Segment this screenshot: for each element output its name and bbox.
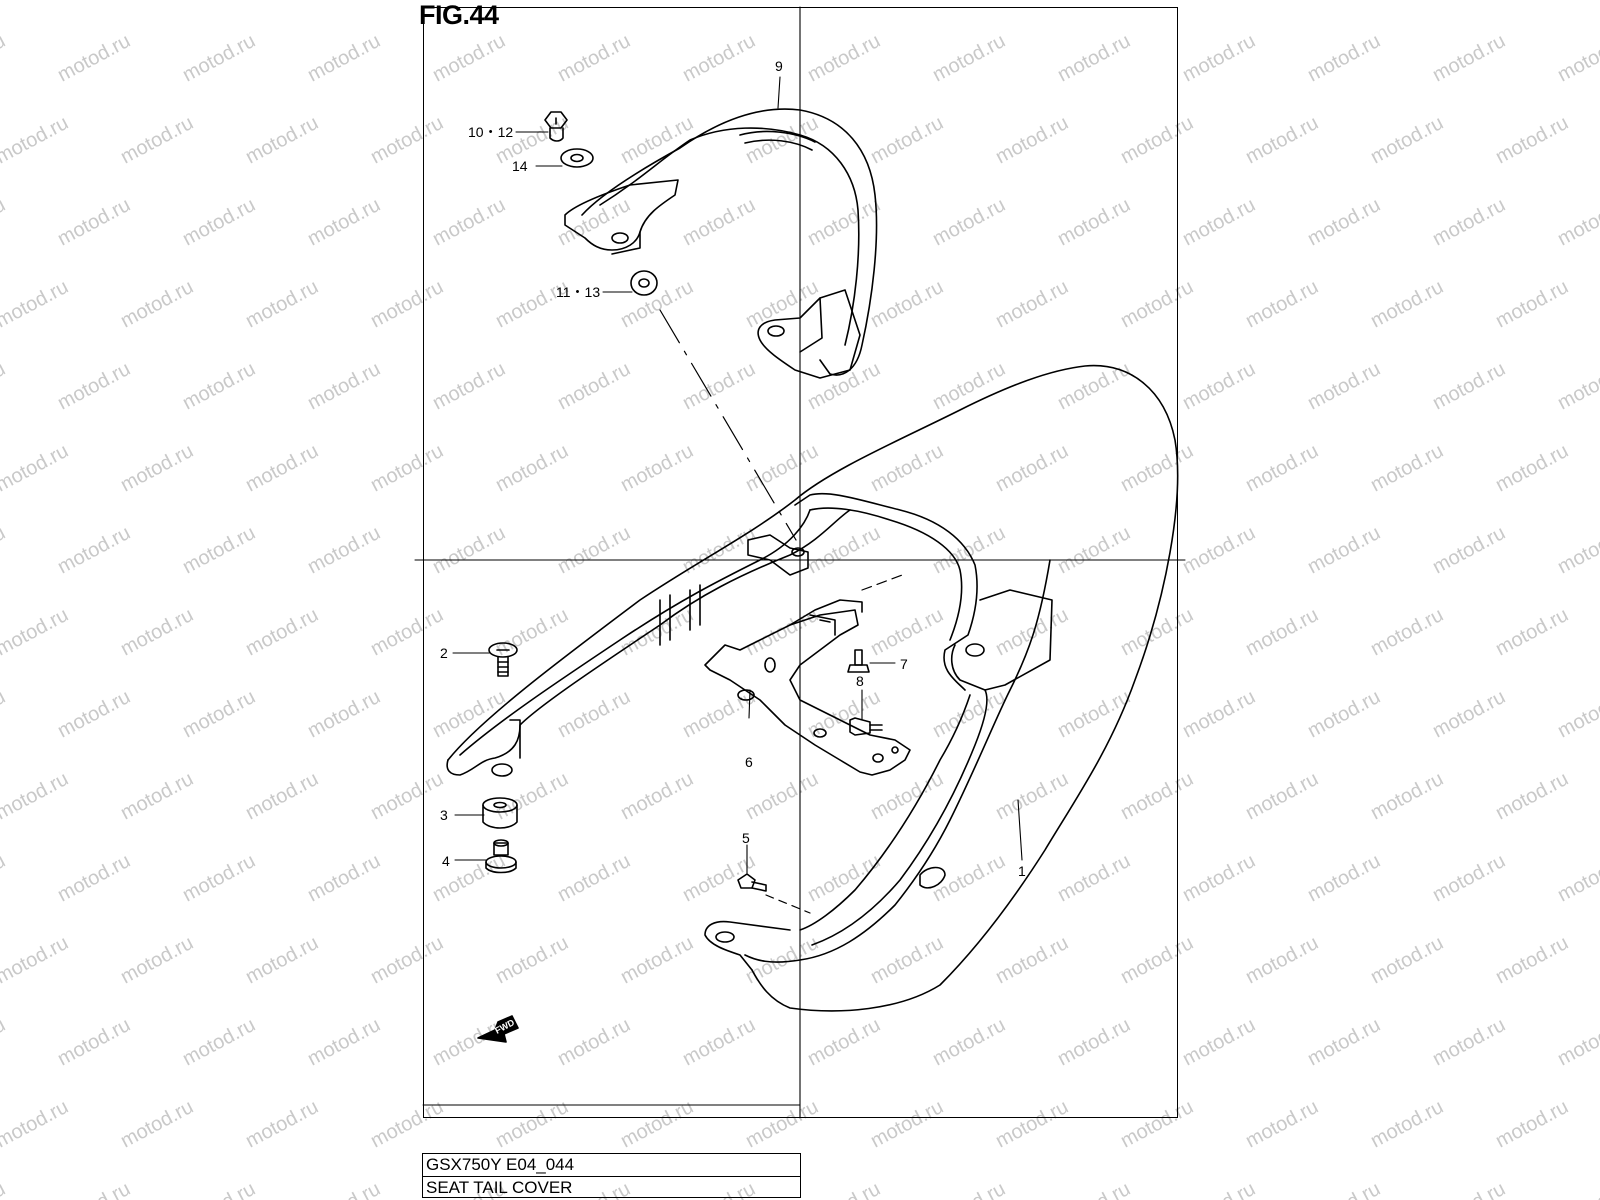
- bolt-10-12: [544, 111, 568, 142]
- callout-5: 5: [742, 830, 750, 846]
- assembly-line-bracket: [861, 573, 906, 591]
- model-code: GSX750Y E04_044: [426, 1155, 575, 1174]
- callout-4: 4: [442, 853, 450, 869]
- grab-handle-part: [564, 108, 878, 379]
- callout-1: 1: [1018, 863, 1026, 879]
- screw-5: [737, 873, 767, 892]
- section-name: SEAT TAIL COVER: [423, 1176, 800, 1198]
- spacer-4: [485, 839, 517, 874]
- callout-9: 9: [775, 58, 783, 74]
- callout-labels: 9 10・12 14 11・13 2 3 4 5 6 7 8 1: [440, 58, 1026, 879]
- callout-2: 2: [440, 645, 448, 661]
- screw-7: [847, 649, 870, 673]
- figure-title: FIG.44: [419, 0, 499, 30]
- callout-leaders: [452, 76, 1023, 874]
- fwd-arrow-icon: [477, 1015, 519, 1043]
- callout-7: 7: [900, 656, 908, 672]
- callout-8: 8: [856, 673, 864, 689]
- bracket-part-6: [704, 599, 911, 776]
- screw-2: [488, 642, 518, 677]
- callout-14: 14: [512, 158, 528, 174]
- center-lines: [414, 6, 1186, 1119]
- callout-6: 6: [745, 754, 753, 770]
- caption-box: GSX750Y E04_044 SEAT TAIL COVER: [422, 1153, 801, 1198]
- callout-10-12: 10・12: [468, 124, 513, 140]
- watermark-text: motod.ru: [0, 1178, 9, 1200]
- assembly-line-screw-5: [765, 894, 811, 914]
- seat-tail-cover-part: [446, 364, 1179, 1012]
- callout-11-13: 11・13: [556, 284, 600, 300]
- callout-3: 3: [440, 807, 448, 823]
- assembly-line-washer: [659, 309, 797, 541]
- washer-11-13: [630, 270, 658, 296]
- figure-frame: [423, 7, 1178, 1118]
- cushion-3: [482, 797, 518, 829]
- screw-8: [849, 717, 883, 736]
- washer-14: [560, 148, 594, 168]
